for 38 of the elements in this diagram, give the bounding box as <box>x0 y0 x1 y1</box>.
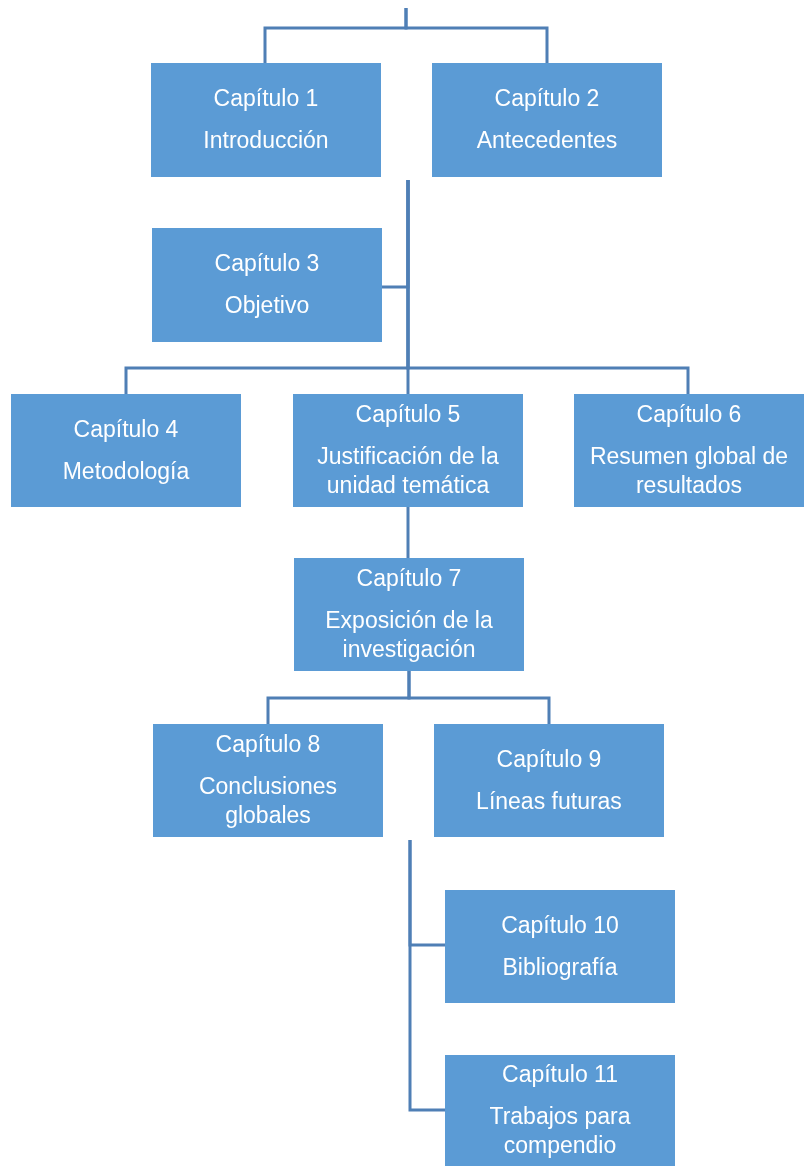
chapter-title: Resumen global de resultados <box>588 441 790 501</box>
chapter-title: Conclusiones globales <box>197 771 339 831</box>
chapter-box <box>432 63 662 177</box>
chapter-title: Antecedentes <box>476 126 618 155</box>
chapter-title: Líneas futuras <box>476 786 622 816</box>
chapter-number: Capítulo 8 <box>215 729 321 759</box>
connector-line <box>408 840 445 1112</box>
chapter-number: Capítulo 4 <box>73 414 179 444</box>
chapter-number: Capítulo 3 <box>214 249 320 279</box>
chapter-number: Capítulo 5 <box>355 399 461 429</box>
chapter-title: Exposición de la investigación <box>324 605 494 665</box>
chapter-box <box>574 394 804 507</box>
chapter-number: Capítulo 1 <box>213 84 319 114</box>
chapter-number: Capítulo 10 <box>501 910 619 940</box>
chapter-number: Capítulo 6 <box>636 399 742 429</box>
chapter-title: Introducción <box>203 126 329 155</box>
chapter-box <box>152 228 382 342</box>
chapter-title: Objetivo <box>224 291 310 320</box>
chapter-box <box>11 394 241 507</box>
chapter-title: Bibliografía <box>502 952 618 982</box>
chapter-number: Capítulo 2 <box>494 84 600 114</box>
chapter-box <box>151 63 381 177</box>
chapter-title: Trabajos para compendio <box>488 1101 632 1161</box>
chapter-box <box>434 724 664 837</box>
chapter-number: Capítulo 7 <box>356 563 462 593</box>
chapter-number: Capítulo 11 <box>502 1059 618 1089</box>
chapter-title: Metodología <box>62 456 190 486</box>
chapter-box <box>293 394 523 507</box>
chapter-title: Justificación de la unidad temática <box>316 441 500 501</box>
connector-line <box>407 671 551 724</box>
chapter-box <box>445 890 675 1003</box>
connector-line <box>406 507 410 558</box>
connector-line <box>406 180 690 394</box>
chapter-box <box>445 1055 675 1166</box>
chapter-number: Capítulo 9 <box>496 744 602 774</box>
connector-line <box>404 8 549 63</box>
chapter-box <box>294 558 524 671</box>
chapter-box <box>153 724 383 837</box>
